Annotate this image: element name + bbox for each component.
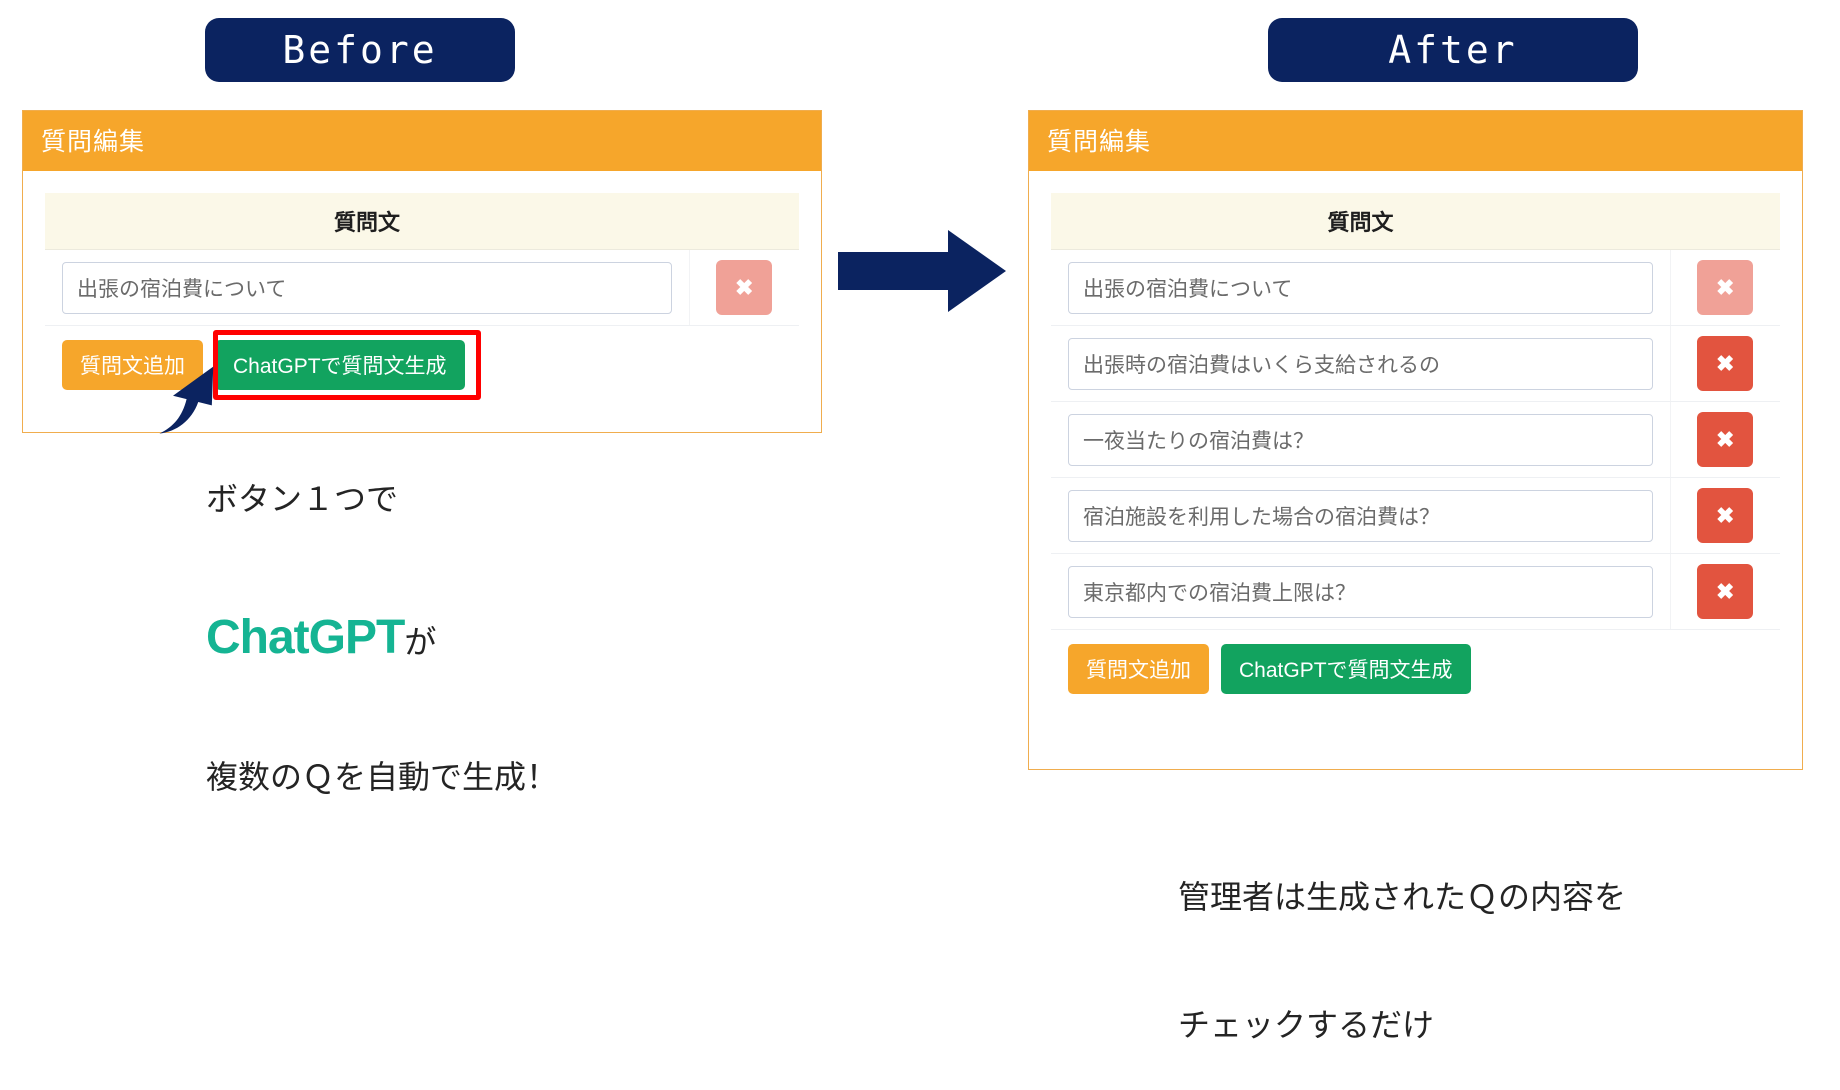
after-action-cell: ✖ (1669, 325, 1780, 402)
table-row: ✖ (1051, 325, 1780, 402)
right-arrow-icon (838, 228, 1008, 319)
left-annotation-line1: ボタン１つで (206, 480, 399, 517)
before-panel-title: 質問編集 (41, 128, 146, 156)
question-input[interactable] (62, 261, 672, 314)
chatgpt-highlight-text: ChatGPT (206, 611, 405, 665)
before-table-header-row: 質問文 (45, 193, 799, 250)
left-annotation: ボタン１つで ChatGPTが 複数のＱを自動で生成！ (206, 392, 558, 842)
generate-questions-button[interactable]: ChatGPTで質問文生成 (1221, 644, 1471, 694)
after-panel: 質問編集 質問文 ✖ (1028, 110, 1803, 770)
before-table-head: 質問文 (45, 193, 799, 250)
before-table-body: ✖ (45, 249, 799, 326)
question-input[interactable] (1068, 565, 1653, 618)
after-action-cell: ✖ (1669, 249, 1780, 326)
after-table-body: ✖ ✖ ✖ (1051, 249, 1780, 630)
before-action-cell: ✖ (688, 249, 799, 326)
table-row: ✖ (1051, 249, 1780, 326)
left-annotation-line3: 複数のＱを自動で生成！ (206, 759, 559, 796)
question-input[interactable] (1068, 489, 1653, 542)
right-annotation-line1: 管理者は生成されたＱの内容を (1178, 878, 1627, 915)
table-row: ✖ (1051, 553, 1780, 630)
after-question-cell (1051, 325, 1670, 402)
delete-question-button[interactable]: ✖ (1697, 488, 1754, 543)
question-input[interactable] (1068, 413, 1653, 466)
delete-question-button[interactable]: ✖ (1697, 260, 1754, 315)
after-panel-body: 質問文 ✖ ✖ (1029, 171, 1802, 712)
after-column-header-question: 質問文 (1051, 193, 1670, 250)
before-panel-body: 質問文 ✖ 質問文追加 ChatGPTで質問文生成 (23, 171, 821, 408)
table-row: ✖ (1051, 477, 1780, 554)
after-action-cell: ✖ (1669, 553, 1780, 630)
delete-question-button[interactable]: ✖ (1697, 336, 1754, 391)
add-question-button[interactable]: 質問文追加 (62, 340, 203, 390)
before-column-header-actions (689, 193, 799, 250)
before-column-header-question: 質問文 (45, 193, 689, 250)
badge-before-label: Before (282, 28, 438, 72)
delete-question-button[interactable]: ✖ (716, 260, 773, 315)
curved-arrow-icon (150, 358, 260, 453)
after-question-cell (1051, 553, 1670, 630)
after-action-cell: ✖ (1669, 401, 1780, 478)
delete-question-button[interactable]: ✖ (1697, 412, 1754, 467)
after-panel-header: 質問編集 (1029, 111, 1802, 171)
after-question-cell (1051, 249, 1670, 326)
badge-after: After (1268, 18, 1638, 82)
question-input[interactable] (1068, 337, 1653, 390)
left-annotation-line2-suffix: が (404, 624, 437, 661)
right-annotation-line2: チェックするだけ (1178, 1007, 1435, 1044)
badge-after-label: After (1388, 28, 1518, 72)
badge-before: Before (205, 18, 515, 82)
left-annotation-line2: ChatGPTが (206, 606, 558, 670)
question-input[interactable] (1068, 261, 1653, 314)
after-column-header-actions (1670, 193, 1780, 250)
table-row: ✖ (1051, 401, 1780, 478)
table-row: ✖ (45, 249, 799, 326)
delete-question-button[interactable]: ✖ (1697, 564, 1754, 619)
before-question-table: 質問文 ✖ (45, 193, 799, 326)
after-question-table: 質問文 ✖ ✖ (1051, 193, 1780, 630)
before-question-cell (45, 249, 689, 326)
after-action-bar: 質問文追加 ChatGPTで質問文生成 (1051, 630, 1780, 712)
after-question-cell (1051, 401, 1670, 478)
before-panel-header: 質問編集 (23, 111, 821, 171)
add-question-button[interactable]: 質問文追加 (1068, 644, 1209, 694)
after-table-head: 質問文 (1051, 193, 1780, 250)
generate-questions-button[interactable]: ChatGPTで質問文生成 (215, 340, 465, 390)
after-action-cell: ✖ (1669, 477, 1780, 554)
after-table-header-row: 質問文 (1051, 193, 1780, 250)
before-panel: 質問編集 質問文 ✖ 質問文追加 (22, 110, 822, 433)
after-panel-title: 質問編集 (1047, 128, 1152, 156)
after-question-cell (1051, 477, 1670, 554)
right-annotation: 管理者は生成されたＱの内容を チェックするだけ (1178, 790, 1626, 1090)
